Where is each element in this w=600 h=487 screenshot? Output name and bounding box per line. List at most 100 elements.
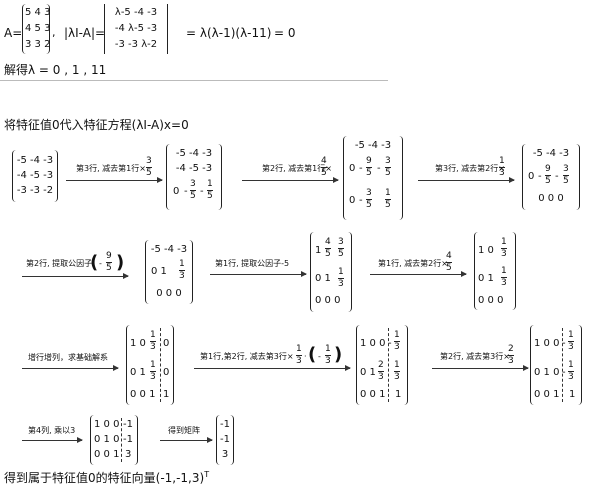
operation-1-label: 第3行, 减去第1行× <box>76 164 146 173</box>
matrix-cell: 0 1 <box>151 266 167 277</box>
matrix-row: 1 0 0 <box>360 338 386 349</box>
matrix-cell: - <box>377 163 381 174</box>
operation-5-label: 第1行, 提取公因子-5 <box>215 259 290 268</box>
matrix-12: -1 -1 3 <box>216 415 234 465</box>
matrix-row: 5 4 3 <box>25 7 51 18</box>
matrix-row: -5 -4 -3 <box>16 155 54 166</box>
augment-line <box>121 418 122 462</box>
equals-zero: = 0 <box>274 26 296 40</box>
matrix-cell: 0 1 <box>130 367 146 378</box>
matrix-row: 0 1 0 <box>534 367 560 378</box>
operation-8-label: 第1行,第2行, 减去第3行× <box>200 352 294 361</box>
matrix-cell: 3 <box>125 449 132 460</box>
dot: · <box>304 352 307 361</box>
matrix-row: λ-5 -4 -3 <box>114 7 158 18</box>
matrix-cell: - <box>388 338 392 349</box>
matrix-cell: -1 <box>123 434 133 445</box>
right-paren: ) <box>334 344 343 365</box>
matrix-11: 1 0 0 -1 0 1 0 -1 0 0 1 3 <box>90 415 138 465</box>
matrix-row: 4 5 3 <box>25 23 51 34</box>
matrix-cell: 0 <box>163 338 170 349</box>
matrix-cell: - <box>555 171 559 182</box>
arrow-2 <box>242 177 339 183</box>
operation-11-label: 得到矩阵 <box>168 426 200 435</box>
operation-6-label: 第1行, 减去第2行× <box>378 259 448 268</box>
arrow-8 <box>194 365 351 371</box>
matrix-row: -5 -4 -3 <box>354 140 392 151</box>
right-paren: ) <box>116 252 125 273</box>
operation-9-label: 第2行, 减去第3行× <box>440 352 510 361</box>
a-label: A= <box>4 26 23 40</box>
operation-3-label: 第3行, 减去第2行× <box>435 164 505 173</box>
operation-7-label: 增行增列，求基础解系 <box>28 353 108 362</box>
matrix-row: 0 0 0 <box>538 193 564 204</box>
operation-4-label: 第2行, 提取公因子 <box>26 259 93 268</box>
matrix-cell: 1 0 <box>130 338 146 349</box>
matrix-cell: 0 <box>173 186 180 197</box>
matrix-cell: 1 <box>163 389 170 400</box>
matrix-row: -5 -4 -3 <box>532 148 570 159</box>
matrix-cell: 0 <box>349 163 356 174</box>
matrix-row: 3 3 2 <box>25 39 51 50</box>
matrix-cell: 1 <box>315 245 322 256</box>
arrow-7 <box>22 365 119 371</box>
matrix-cell: 1 0 <box>478 245 494 256</box>
matrix-cell: - <box>359 163 363 174</box>
matrix-cell: -1 <box>220 419 230 430</box>
characteristic-polynomial: = λ(λ-1)(λ-11) <box>186 26 272 40</box>
arrow-3 <box>418 177 515 183</box>
augment-line <box>388 328 389 402</box>
arrow-6 <box>370 271 467 277</box>
divider <box>0 80 388 81</box>
arrow-10 <box>22 437 83 443</box>
matrix-cell: 1 <box>569 389 576 400</box>
section-title: 将特征值0代入特征方程(λI-A)x=0 <box>4 118 189 132</box>
matrix-row: -5 -4 -3 <box>150 244 188 255</box>
matrix-row: -4 -5 -3 <box>16 170 54 181</box>
matrix-cell: -1 <box>220 434 230 445</box>
matrix-row: 0 0 0 <box>156 288 182 299</box>
matrix-row: 0 1 0 <box>94 434 120 445</box>
matrix-cell: - <box>184 186 188 197</box>
matrix-cell: -1 <box>123 419 133 430</box>
matrix-cell: 0 <box>349 195 356 206</box>
eigenvalues: 解得λ = 0 , 1 , 11 <box>4 63 107 77</box>
minus-sign: - <box>318 352 321 361</box>
matrix-row: 1 0 0 <box>534 338 560 349</box>
matrix-cell: - <box>538 171 542 182</box>
matrix-cell: 0 1 <box>360 367 376 378</box>
operation-10-label: 第4列, 乘以3 <box>28 426 76 435</box>
arrow-11 <box>160 437 213 443</box>
arrow-1 <box>66 177 163 183</box>
